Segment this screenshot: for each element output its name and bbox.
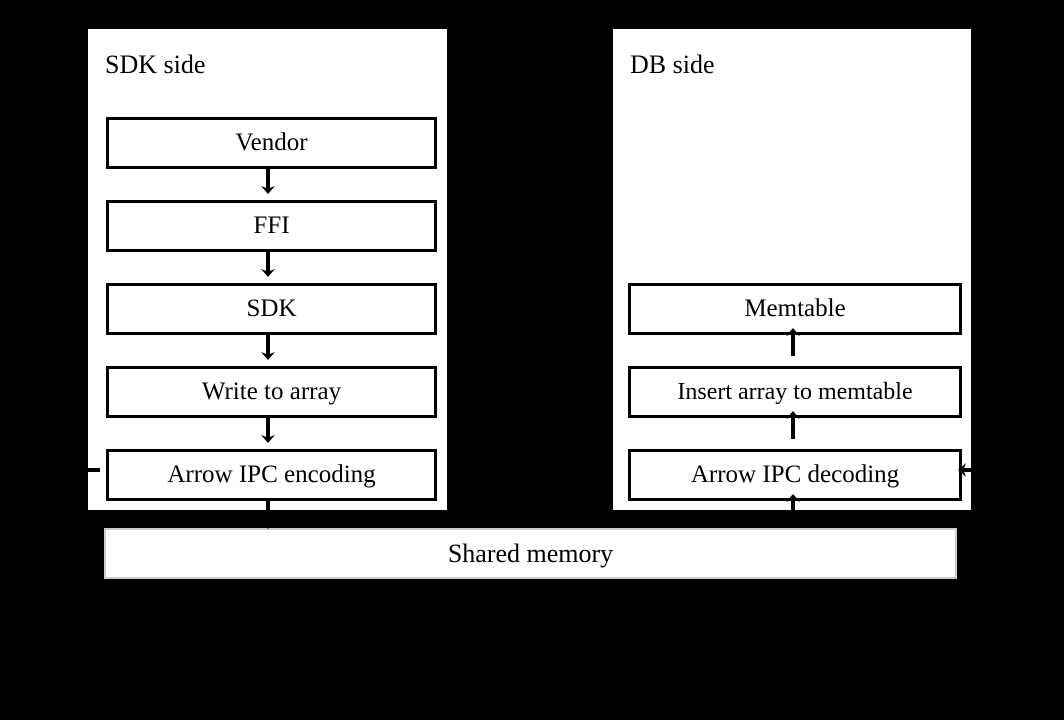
db-side-panel: DB side Memtable Insert array to memtabl… xyxy=(613,29,971,510)
node-sdk[interactable]: SDK xyxy=(106,283,437,335)
node-arrow-ipc-encoding-label: Arrow IPC encoding xyxy=(167,461,376,488)
node-ffi[interactable]: FFI xyxy=(106,200,437,252)
node-write-to-array-label: Write to array xyxy=(201,378,342,405)
node-vendor-label: Vendor xyxy=(235,129,308,156)
node-write-to-array[interactable]: Write to array xyxy=(106,366,437,418)
node-arrow-ipc-decoding[interactable]: Arrow IPC decoding xyxy=(628,449,962,501)
node-shared-memory-label: Shared memory xyxy=(447,538,614,568)
node-vendor[interactable]: Vendor xyxy=(106,117,437,169)
node-shared-memory[interactable]: Shared memory xyxy=(104,528,957,579)
db-side-title: DB side xyxy=(630,50,715,79)
node-sdk-label: SDK xyxy=(246,295,297,322)
node-insert-array-to-memtable[interactable]: Insert array to memtable xyxy=(628,366,962,418)
sdk-side-title: SDK side xyxy=(105,50,206,79)
node-memtable[interactable]: Memtable xyxy=(628,283,962,335)
node-memtable-label: Memtable xyxy=(744,295,846,322)
node-ffi-label: FFI xyxy=(253,212,290,239)
sdk-side-panel: SDK side Vendor FFI SDK Write to array A… xyxy=(88,29,447,510)
node-arrow-ipc-encoding[interactable]: Arrow IPC encoding xyxy=(106,449,437,501)
node-arrow-ipc-decoding-label: Arrow IPC decoding xyxy=(690,461,900,488)
node-insert-array-to-memtable-label: Insert array to memtable xyxy=(677,378,913,405)
